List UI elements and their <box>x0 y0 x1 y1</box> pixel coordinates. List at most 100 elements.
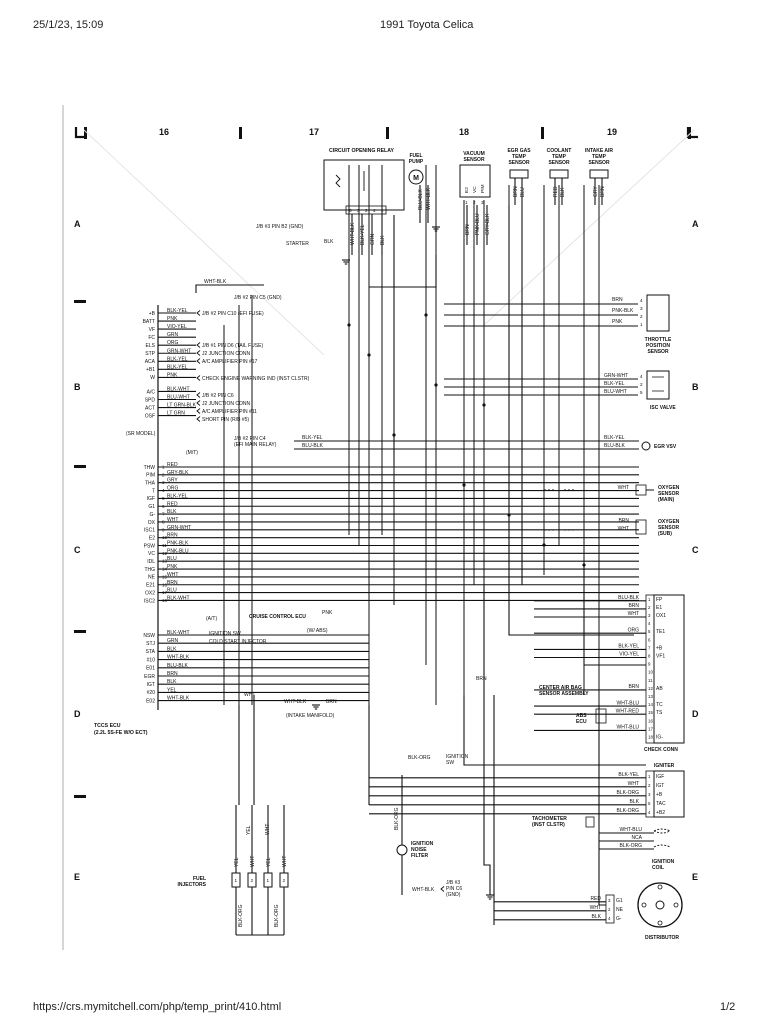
wire-color: PNK <box>167 372 178 378</box>
wire-color: BLK-WHT <box>167 630 190 636</box>
grid-row-C: C <box>74 545 81 555</box>
check-conn-pin: 7 <box>648 645 651 650</box>
wire-color: VIO-YEL <box>619 652 639 658</box>
isc-pin: 2 <box>640 382 643 387</box>
wire-color: ORG <box>167 486 179 492</box>
ground-symbol <box>312 704 320 710</box>
grid-row-E-right: E <box>692 872 698 882</box>
wire-color: RED <box>590 896 601 902</box>
coolant-temp-sensor <box>549 169 569 179</box>
relay-pin: 3 <box>357 208 360 213</box>
ground-symbol <box>486 894 494 900</box>
w-abs-note: (W/ ABS) <box>307 628 328 634</box>
wire <box>483 585 491 895</box>
check-conn-terminal: AB <box>656 686 663 692</box>
ecu-pin-number: 11 <box>162 543 167 548</box>
vacuum-sensor-label: VACUUM <box>463 151 485 157</box>
wire-color: BLK-YEL <box>604 381 625 387</box>
grid-row-E: E <box>74 872 80 882</box>
check-conn-pin: 8 <box>648 654 651 659</box>
splice-dot <box>482 403 486 407</box>
wire-color: WHT-BLK <box>167 655 190 661</box>
connection-label: J/B #2 PIN C6 <box>202 393 234 399</box>
ecu-pin: SPD <box>145 397 156 403</box>
grid-row-B: B <box>74 382 81 392</box>
wire-color: PNK-BLK <box>167 541 189 547</box>
wire-label: GRN <box>370 234 376 246</box>
ecu-pin: THA <box>145 481 156 487</box>
ecu-pin: BATT <box>143 319 155 325</box>
wire-color: BRN <box>476 676 487 682</box>
distributor-terminal-label: G- <box>616 916 622 922</box>
ignition-coil <box>653 828 672 848</box>
wire-color: GRN-WHT <box>167 348 191 354</box>
connector-mark <box>196 358 201 364</box>
wire-color: BLK <box>167 646 177 652</box>
wire-color: BRN <box>167 671 178 677</box>
grid-tick <box>74 630 86 633</box>
cruise-control-ecu-label: CRUISE CONTROL ECU <box>249 614 306 620</box>
ecu-pin-number: 7 <box>162 512 165 517</box>
shield-dashed <box>544 489 574 531</box>
ecu-pin-number: 18 <box>162 598 168 603</box>
wire-color: GRN-WHT <box>167 525 191 531</box>
corner-mark <box>686 127 698 139</box>
tccs-ecu-label: TCCS ECU <box>94 723 121 729</box>
ecu-pin: VC <box>148 551 155 557</box>
oxygen-sensor-sub-label: SENSOR <box>658 525 680 531</box>
ecu-pin: NSW <box>143 633 155 639</box>
print-url[interactable]: https://crs.mymitchell.com/php/temp_prin… <box>33 1001 282 1013</box>
ecu-pin: STJ <box>146 641 155 647</box>
wire-color: BLK-WHT <box>167 595 190 601</box>
distributor-terminal <box>657 920 663 926</box>
check-conn-pin: 12 <box>648 686 653 691</box>
ecu-pin: ACT <box>145 405 155 411</box>
wire-color: BLK-YEL <box>167 493 188 499</box>
check-conn-terminal: OX1 <box>656 613 666 619</box>
ecu-pin: PSW <box>144 543 156 549</box>
fuel-injector <box>263 872 273 888</box>
wire-label: YEL <box>246 825 252 835</box>
wire-color: VIO-YEL <box>167 324 187 330</box>
connector-mark <box>196 342 201 348</box>
wire <box>583 565 646 666</box>
isc-pin: 4 <box>640 374 643 379</box>
wire-color: WHT <box>167 572 178 578</box>
intake-air-temp-sensor-label: INTAKE AIR <box>585 148 613 154</box>
distributor-pin: 2 <box>608 907 611 912</box>
relay-pin: 1 <box>381 208 384 213</box>
print-datetime: 25/1/23, 15:09 <box>33 19 104 31</box>
isc-coil <box>652 376 664 392</box>
check-conn-pin: 9 <box>648 662 651 667</box>
grid-row-C-right: C <box>692 545 699 555</box>
wire-color: GRN <box>167 332 179 338</box>
egr-gas-temp-sensor-label: TEMP <box>512 154 527 160</box>
abs-ecu-label: ECU <box>576 719 587 725</box>
tps-pin: 4 <box>640 298 643 303</box>
ecu-pin-number: 10 <box>162 535 168 540</box>
relay-pin: 4 <box>373 208 376 213</box>
connection-label: J2 JUNCTION CONN <box>202 351 250 357</box>
ecu-pin-number: 1 <box>162 465 165 470</box>
ecu-pin: STA <box>146 649 156 655</box>
ecu-pin: EGR <box>144 674 155 680</box>
igniter-pin: 5 <box>648 801 651 806</box>
wire-color: WHT <box>628 781 639 787</box>
coolant-temp-sensor-label: COOLANT <box>547 148 572 154</box>
distributor <box>637 882 683 928</box>
grid-tick <box>74 300 86 303</box>
sheet-fold-line <box>483 129 695 326</box>
check-conn-pin: 1 <box>648 597 651 602</box>
splice-dot <box>367 353 371 357</box>
grid-tick <box>541 127 544 139</box>
splice-dot <box>462 483 466 487</box>
wire-color: BLK-WHT <box>167 386 190 392</box>
tccs-ecu-model-label: (2.2L 5S-FE W/O ECT) <box>94 730 148 736</box>
ecu-pin: THW <box>144 465 156 471</box>
check-conn-terminal: TE1 <box>656 629 665 635</box>
wire-color: ORG <box>167 340 179 346</box>
wire-color: BRN <box>618 518 629 524</box>
grid-row-D: D <box>74 709 81 719</box>
tachometer-label: (INST CLSTR) <box>532 822 565 828</box>
wire-color: WHT-BLK <box>204 279 227 285</box>
